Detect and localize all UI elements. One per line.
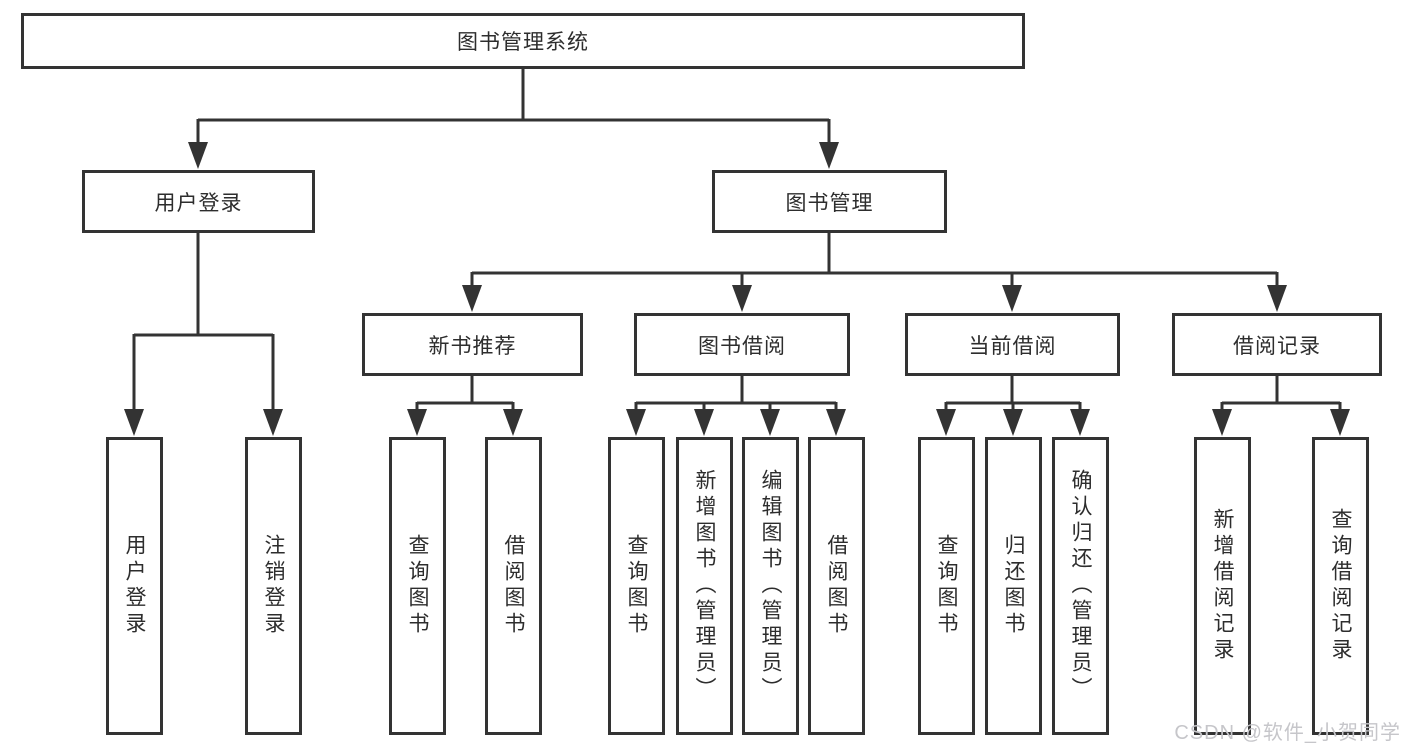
csdn-watermark: CSDN @软件_小贺同学	[1174, 722, 1401, 744]
arrow-down-icon	[1070, 409, 1090, 436]
leaf-query-books-2-label: 查询图书	[625, 534, 648, 638]
arrow-down-icon	[819, 142, 839, 169]
node-user-login: 用户登录	[82, 170, 315, 233]
leaf-user-login-label: 用户登录	[123, 534, 146, 638]
arrow-down-icon	[263, 409, 283, 436]
leaf-return-book-label: 归还图书	[1002, 534, 1025, 638]
connector-book-borrow	[626, 374, 846, 436]
arrow-down-icon	[1003, 409, 1023, 436]
connector-book-management	[462, 231, 1287, 312]
leaf-confirm-return-admin-label: 确认归还（管理员）	[1069, 469, 1092, 703]
leaf-query-books-3-label: 查询图书	[935, 534, 958, 638]
leaf-query-books-1-label: 查询图书	[406, 534, 429, 638]
arrow-down-icon	[826, 409, 846, 436]
arrow-down-icon	[626, 409, 646, 436]
leaf-logout-login-label: 注销登录	[262, 534, 285, 638]
leaf-return-book: 归还图书	[985, 437, 1042, 735]
arrow-down-icon	[732, 285, 752, 312]
node-book-borrow: 图书借阅	[634, 313, 850, 376]
node-new-book-recommend-label: 新书推荐	[428, 334, 517, 358]
node-current-borrow: 当前借阅	[905, 313, 1120, 376]
leaf-query-books-1: 查询图书	[389, 437, 446, 735]
arrow-down-icon	[694, 409, 714, 436]
leaf-add-book-admin: 新增图书（管理员）	[676, 437, 733, 735]
node-user-login-label: 用户登录	[154, 191, 243, 215]
arrow-down-icon	[1002, 285, 1022, 312]
node-book-borrow-label: 图书借阅	[698, 334, 786, 358]
connector-user-login	[124, 231, 283, 436]
connector-borrow-records	[1212, 374, 1350, 436]
leaf-query-borrow-record-label: 查询借阅记录	[1329, 508, 1352, 664]
leaf-borrow-books-2: 借阅图书	[808, 437, 865, 735]
leaf-user-login: 用户登录	[106, 437, 163, 735]
node-root-label: 图书管理系统	[457, 31, 589, 54]
arrow-down-icon	[1267, 285, 1287, 312]
arrow-down-icon	[1330, 409, 1350, 436]
leaf-add-borrow-record-label: 新增借阅记录	[1211, 508, 1234, 664]
leaf-edit-book-admin: 编辑图书（管理员）	[742, 437, 799, 735]
leaf-edit-book-admin-label: 编辑图书（管理员）	[759, 469, 782, 703]
node-book-management: 图书管理	[712, 170, 947, 233]
node-book-management-label: 图书管理	[785, 191, 874, 215]
node-borrow-records-label: 借阅记录	[1233, 334, 1321, 358]
arrow-down-icon	[124, 409, 144, 436]
leaf-query-books-3: 查询图书	[918, 437, 975, 735]
leaf-logout-login: 注销登录	[245, 437, 302, 735]
node-borrow-records: 借阅记录	[1172, 313, 1382, 376]
leaf-add-borrow-record: 新增借阅记录	[1194, 437, 1251, 735]
node-new-book-recommend: 新书推荐	[362, 313, 583, 376]
leaf-query-borrow-record: 查询借阅记录	[1312, 437, 1369, 735]
leaf-borrow-books-2-label: 借阅图书	[825, 534, 848, 638]
arrow-down-icon	[462, 285, 482, 312]
node-root: 图书管理系统	[21, 13, 1025, 69]
arrow-down-icon	[1212, 409, 1232, 436]
leaf-confirm-return-admin: 确认归还（管理员）	[1052, 437, 1109, 735]
leaf-borrow-books-1: 借阅图书	[485, 437, 542, 735]
arrow-down-icon	[503, 409, 523, 436]
connector-new-book-recommend	[407, 374, 523, 436]
leaf-add-book-admin-label: 新增图书（管理员）	[693, 469, 716, 703]
arrow-down-icon	[936, 409, 956, 436]
connector-current-borrow	[936, 374, 1090, 436]
arrow-down-icon	[760, 409, 780, 436]
leaf-query-books-2: 查询图书	[608, 437, 665, 735]
connector-root	[188, 66, 839, 169]
leaf-borrow-books-1-label: 借阅图书	[502, 534, 525, 638]
node-current-borrow-label: 当前借阅	[968, 334, 1057, 358]
arrow-down-icon	[188, 142, 208, 169]
arrow-down-icon	[407, 409, 427, 436]
